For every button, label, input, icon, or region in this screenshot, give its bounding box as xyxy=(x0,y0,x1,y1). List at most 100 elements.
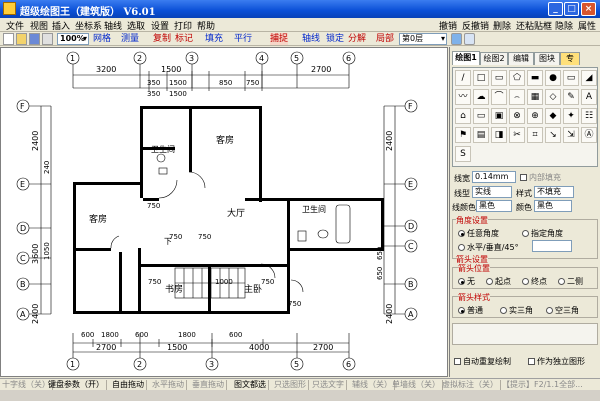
split-button[interactable]: 分解 xyxy=(348,34,367,44)
palette-tool-icon[interactable]: ▭ xyxy=(473,108,489,124)
palette-tool-icon[interactable]: ✎ xyxy=(563,89,579,105)
palette-tool-icon[interactable]: ⚑ xyxy=(455,127,471,143)
maximize-button[interactable]: □ xyxy=(564,2,579,16)
inner-fill-checkbox[interactable]: 内部填充 xyxy=(520,172,561,183)
palette-tool-icon[interactable]: ◇ xyxy=(545,89,561,105)
new-icon[interactable] xyxy=(3,33,14,45)
palette-tool-icon[interactable]: A xyxy=(581,89,597,105)
local-button[interactable]: 局部 xyxy=(376,34,395,44)
minimize-button[interactable]: _ xyxy=(548,2,563,16)
palette-tool-icon[interactable]: ▭ xyxy=(563,70,579,86)
palette-tool-icon[interactable]: ▬ xyxy=(527,70,543,86)
menu-hide[interactable]: 隐除 xyxy=(555,22,574,32)
palette-tool-icon[interactable]: ✦ xyxy=(563,108,579,124)
angle-hv-radio[interactable]: 水平/垂直/45° xyxy=(458,242,519,253)
arrow-start-radio[interactable]: 起点 xyxy=(486,276,511,287)
drawing-canvas[interactable]: 客房 客房 大厅 卫生间 卫生间 书房 主卧 下 1 2 3 4 5 6 1 2… xyxy=(0,47,448,377)
menu-settings[interactable]: 设置 xyxy=(151,22,170,32)
zoom-icon[interactable] xyxy=(464,33,475,45)
palette-tool-icon[interactable]: ▣ xyxy=(491,108,507,124)
status-select-all[interactable]: 图文都选 xyxy=(234,380,269,390)
palette-tool-icon[interactable]: ⌂ xyxy=(455,108,471,124)
palette-tool-icon[interactable]: ☁ xyxy=(473,89,489,105)
auto-repeat-checkbox[interactable]: 自动重复绘制 xyxy=(454,356,511,367)
palette-tool-icon[interactable]: ◆ xyxy=(545,108,561,124)
palette-tool-icon[interactable]: ⇲ xyxy=(563,127,579,143)
mark-button[interactable]: 标记 xyxy=(175,34,194,44)
palette-tool-icon[interactable]: ☷ xyxy=(581,108,597,124)
copy-button[interactable]: 复制 xyxy=(153,34,172,44)
snap-button[interactable]: 捕捉 xyxy=(270,33,289,45)
palette-tool-icon[interactable]: ▭ xyxy=(491,70,507,86)
palette-tool-icon[interactable]: ⊗ xyxy=(509,108,525,124)
palette-tool-icon[interactable]: Ⓐ xyxy=(581,127,597,143)
line-color-select[interactable]: 黑色 xyxy=(476,200,512,212)
status-crosshair[interactable]: 十字线（关） xyxy=(2,380,53,390)
palette-tool-icon[interactable]: ✂ xyxy=(509,127,525,143)
print-icon[interactable] xyxy=(42,33,53,45)
tab-edit[interactable]: 编辑 xyxy=(508,52,534,65)
status-horizontal-drag[interactable]: 水平拖动 xyxy=(152,380,187,390)
palette-tool-icon[interactable]: ⌒ xyxy=(491,89,507,105)
menu-redo[interactable]: 反撤销 xyxy=(462,22,490,32)
palette-tool-icon[interactable]: ⊕ xyxy=(527,108,543,124)
status-free-drag[interactable]: 自由拖动 xyxy=(112,380,147,390)
palette-tool-icon[interactable]: / xyxy=(455,70,471,86)
menu-coordinate[interactable]: 坐标系 xyxy=(75,22,103,32)
menu-print[interactable]: 打印 xyxy=(174,22,193,32)
status-select-text[interactable]: 只选文字 xyxy=(312,380,347,390)
menu-select[interactable]: 选取 xyxy=(127,22,146,32)
palette-tool-icon[interactable]: ⌢ xyxy=(509,89,525,105)
zoom-select[interactable]: 100% xyxy=(57,33,89,45)
palette-tool-icon[interactable]: ▦ xyxy=(527,89,543,105)
palette-tool-icon[interactable]: ↘ xyxy=(545,127,561,143)
palette-tool-icon[interactable]: ▤ xyxy=(473,127,489,143)
save-icon[interactable] xyxy=(29,33,40,45)
status-select-shapes[interactable]: 只选图形 xyxy=(274,380,309,390)
palette-tool-icon[interactable]: □ xyxy=(473,70,489,86)
independent-checkbox[interactable]: 作为独立图形 xyxy=(528,356,585,367)
arrow-end-radio[interactable]: 终点 xyxy=(522,276,547,287)
tab-special[interactable]: 专 xyxy=(560,52,580,65)
menu-undo[interactable]: 撤销 xyxy=(439,22,458,32)
layer-select[interactable]: 第0层 xyxy=(399,33,447,45)
menu-view[interactable]: 视图 xyxy=(30,22,49,32)
fill-button[interactable]: 填充 xyxy=(205,34,224,44)
open-icon[interactable] xyxy=(16,33,27,45)
palette-tool-icon[interactable]: ⌗ xyxy=(527,127,543,143)
menu-axis[interactable]: 轴线 xyxy=(104,22,123,32)
angle-input[interactable] xyxy=(532,240,572,252)
angle-fixed-radio[interactable]: 指定角度 xyxy=(522,228,563,239)
status-virtual-dim[interactable]: 虚拟标注（关） xyxy=(442,380,501,390)
palette-tool-icon[interactable]: 〰 xyxy=(455,89,471,105)
line-width-select[interactable]: 0.14mm xyxy=(472,171,516,183)
tab-draw-2[interactable]: 绘图2 xyxy=(480,52,508,65)
grid-button[interactable]: 网格 xyxy=(93,34,112,44)
tab-draw-1[interactable]: 绘图1 xyxy=(452,51,480,65)
lock-button[interactable]: 锁定 xyxy=(326,34,345,44)
menu-delete[interactable]: 删除 xyxy=(493,22,512,32)
menu-help[interactable]: 帮助 xyxy=(197,22,216,32)
arrow-empty-triangle-radio[interactable]: 空三角 xyxy=(546,305,579,316)
menu-paste-frame[interactable]: 还粘贴框 xyxy=(516,22,553,32)
axis-button[interactable]: 轴线 xyxy=(302,34,321,44)
tab-blocks[interactable]: 图块 xyxy=(534,52,560,65)
measure-button[interactable]: 测量 xyxy=(121,34,140,44)
menu-properties[interactable]: 属性 xyxy=(578,22,597,32)
palette-tool-icon[interactable]: ◢ xyxy=(581,70,597,86)
angle-any-radio[interactable]: 任意角度 xyxy=(458,228,499,239)
refresh-icon[interactable] xyxy=(451,33,462,45)
arrow-normal-radio[interactable]: 普通 xyxy=(458,305,483,316)
menu-insert[interactable]: 插入 xyxy=(52,22,71,32)
palette-tool-icon[interactable]: ● xyxy=(545,70,561,86)
close-button[interactable]: × xyxy=(581,2,596,16)
color-select[interactable]: 黑色 xyxy=(534,200,572,212)
status-single-wall[interactable]: 单墙线（关） xyxy=(392,380,443,390)
arrow-none-radio[interactable]: 无 xyxy=(458,276,475,287)
line-type-select[interactable]: 实线 xyxy=(472,186,512,198)
menu-file[interactable]: 文件 xyxy=(6,22,25,32)
arrow-solid-triangle-radio[interactable]: 实三角 xyxy=(500,305,533,316)
palette-tool-icon[interactable]: ◨ xyxy=(491,127,507,143)
parallel-button[interactable]: 平行 xyxy=(234,34,253,44)
palette-tool-icon[interactable]: ⬠ xyxy=(509,70,525,86)
